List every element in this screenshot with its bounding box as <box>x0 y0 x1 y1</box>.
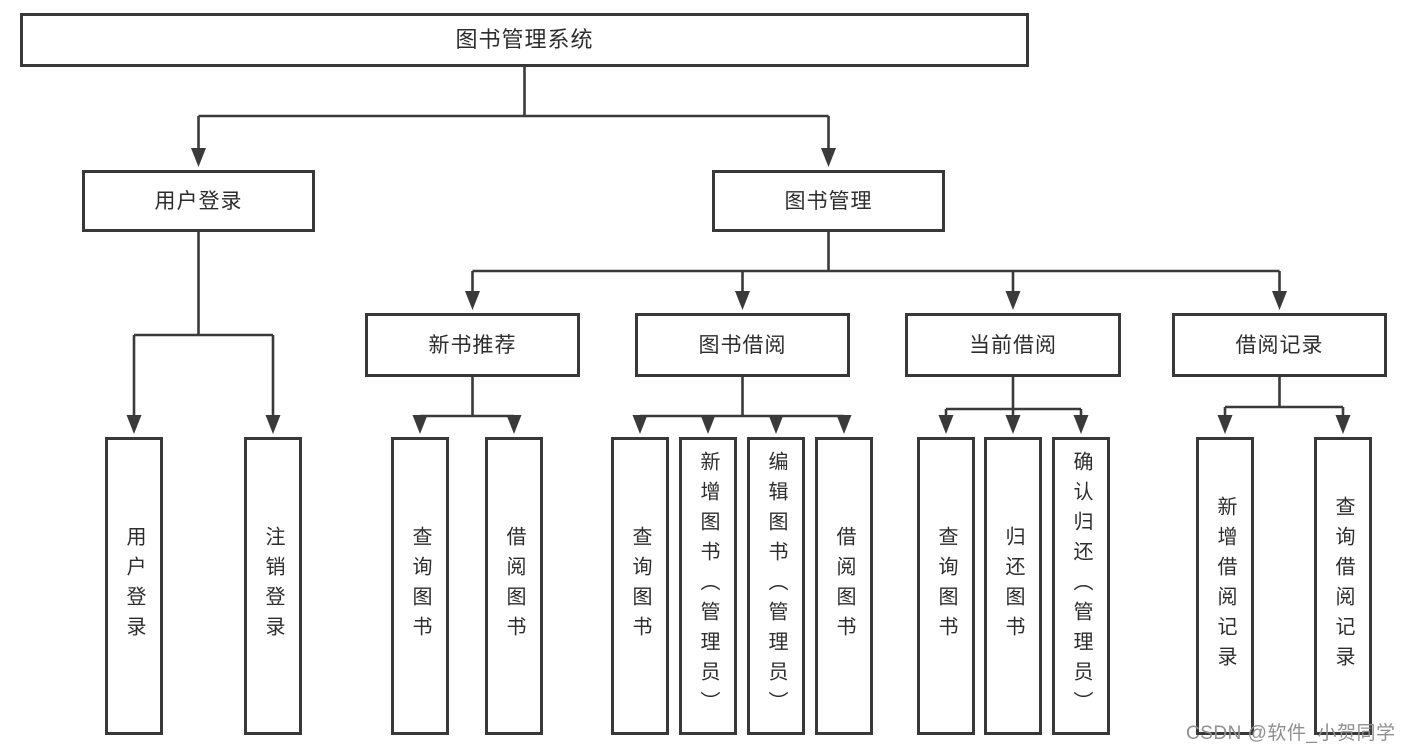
leaf-query-books-3: 查询图书 <box>917 437 975 735</box>
node-current-borrowing: 当前借阅 <box>905 313 1121 377</box>
node-label: 图书管理系统 <box>455 27 594 52</box>
leaf-query-borrow-record: 查询借阅记录 <box>1314 437 1372 735</box>
node-label: 查询借阅记录 <box>1332 496 1354 676</box>
node-label: 查询图书 <box>935 526 957 646</box>
node-label: 归还图书 <box>1002 526 1024 646</box>
node-library-management-system: 图书管理系统 <box>20 13 1029 67</box>
node-label: 借阅图书 <box>503 526 525 646</box>
connector-book-management-to-level3 <box>471 232 1281 295</box>
leaf-logout: 注销登录 <box>244 437 302 735</box>
node-user-login: 用户登录 <box>82 170 315 232</box>
node-label: 查询图书 <box>409 526 431 646</box>
leaf-query-books-1: 查询图书 <box>391 437 449 735</box>
node-label: 借阅图书 <box>833 526 855 646</box>
leaf-borrow-books-1: 借阅图书 <box>485 437 543 735</box>
node-label: 确认归还（管理员） <box>1070 451 1092 721</box>
arrowheads <box>126 148 1351 434</box>
node-label: 查询图书 <box>629 526 651 646</box>
node-borrowing-records: 借阅记录 <box>1172 313 1387 377</box>
connector-borrowing-records-to-leaves <box>1223 377 1345 419</box>
node-new-book-recommendation: 新书推荐 <box>365 313 580 377</box>
connector-new-book-recommendation-to-leaves <box>418 377 516 419</box>
leaf-add-borrow-record: 新增借阅记录 <box>1196 437 1254 735</box>
leaf-edit-book-admin: 编辑图书（管理员） <box>747 437 805 735</box>
node-label: 图书管理 <box>784 189 873 213</box>
node-label: 用户登录 <box>154 189 243 213</box>
node-label: 编辑图书（管理员） <box>765 451 787 721</box>
node-label: 新增图书（管理员） <box>697 451 719 721</box>
leaf-return-books: 归还图书 <box>984 437 1042 735</box>
connector-root-to-level2 <box>197 67 830 152</box>
node-label: 借阅记录 <box>1235 333 1324 357</box>
connector-book-borrowing-to-leaves <box>638 377 846 419</box>
node-label: 用户登录 <box>123 526 145 646</box>
node-book-borrowing: 图书借阅 <box>635 313 850 377</box>
leaf-borrow-books-2: 借阅图书 <box>815 437 873 735</box>
leaf-add-book-admin: 新增图书（管理员） <box>679 437 737 735</box>
leaf-user-login: 用户登录 <box>105 437 163 735</box>
csdn-watermark: CSDN @软件_小贺同学 <box>1186 723 1396 744</box>
leaf-confirm-return-admin: 确认归还（管理员） <box>1052 437 1110 735</box>
node-label: 注销登录 <box>262 526 284 646</box>
connector-current-borrowing-to-leaves <box>944 377 1083 419</box>
leaf-query-books-2: 查询图书 <box>611 437 669 735</box>
node-label: 新书推荐 <box>428 333 517 357</box>
connector-user-login-to-leaves <box>132 232 275 419</box>
node-label: 当前借阅 <box>969 333 1057 357</box>
node-label: 图书借阅 <box>698 333 787 357</box>
node-book-management: 图书管理 <box>712 170 945 232</box>
node-label: 新增借阅记录 <box>1214 496 1236 676</box>
